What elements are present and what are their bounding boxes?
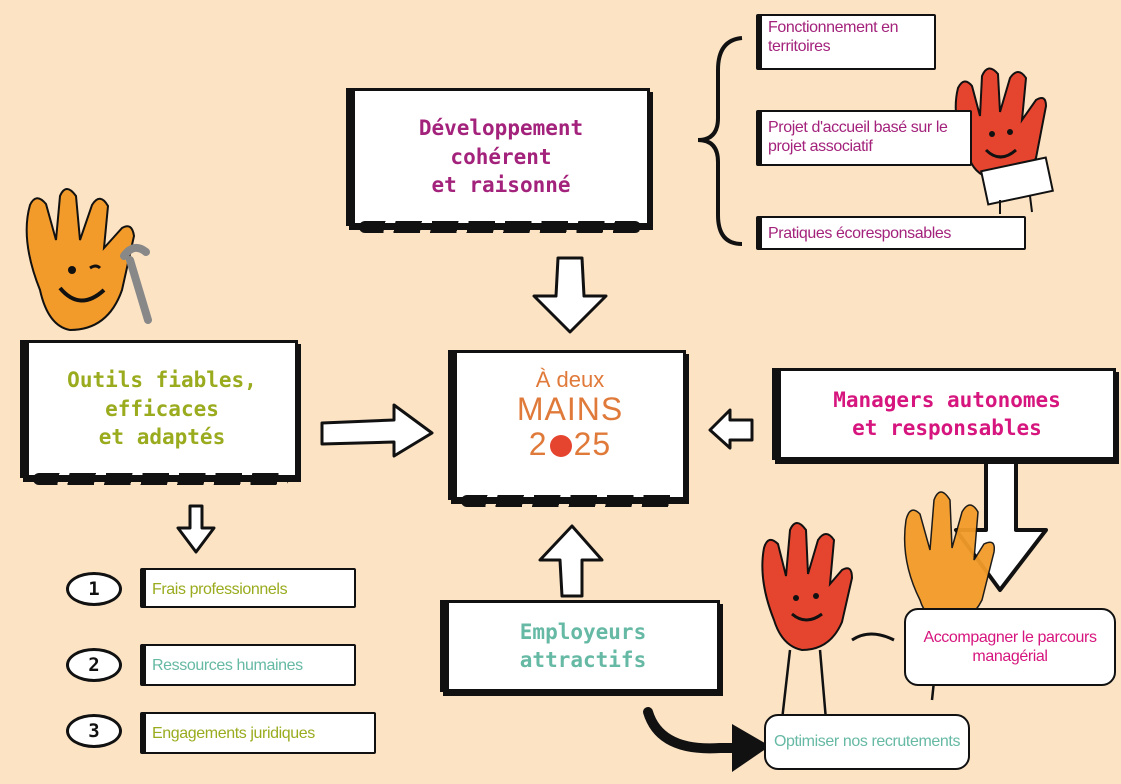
outils-line-3: et adaptés <box>98 425 226 450</box>
outils-number-2: 2 <box>66 648 122 682</box>
arrow-up-employeurs <box>538 524 604 598</box>
developpement-line-1: Développement <box>418 116 584 141</box>
outils-line-2: efficaces <box>105 396 219 421</box>
logo-line-2: MAINS <box>516 391 624 427</box>
developpement-line-3: et raisonné <box>431 173 571 198</box>
developpement-item-label: Fonctionnement en territoires <box>768 19 899 56</box>
employeurs-line-1: Employeurs <box>519 619 647 644</box>
outils-number-1: 1 <box>66 572 122 606</box>
arrow-left-managers <box>708 408 754 450</box>
outils-box: Outils fiables, efficaces et adaptés <box>20 340 298 485</box>
hand-sign-illustration <box>954 67 1054 214</box>
developpement-box: Développement cohérent et raisonné <box>346 88 650 233</box>
arrow-right-outils <box>320 403 434 458</box>
hands-handshake-illustration <box>761 491 996 721</box>
hand-wrench-illustration <box>25 188 152 332</box>
arrow-down-outils <box>176 504 216 554</box>
managers-box: Managers autonomes et responsables <box>772 368 1116 460</box>
outils-item-label: Engagements juridiques <box>152 725 315 742</box>
managers-item-accompagner: Accompagner le parcours managérial <box>904 608 1116 686</box>
outils-item-juridiques: Engagements juridiques <box>140 712 376 754</box>
managers-line-2: et responsables <box>852 416 1042 440</box>
developpement-item-projet-accueil: Projet d'accueil basé sur le projet asso… <box>756 110 972 166</box>
scribble-decoration <box>359 221 641 233</box>
outils-item-frais: Frais professionnels <box>140 568 356 608</box>
employeurs-line-2: attractifs <box>519 648 647 672</box>
developpement-item-label: Projet d'accueil basé sur le projet asso… <box>768 119 948 156</box>
outils-number-3: 3 <box>66 714 122 748</box>
hand-logo-icon <box>549 435 572 457</box>
central-logo-box <box>448 350 686 507</box>
logo-digit-2: 2 <box>528 426 548 462</box>
outils-item-label: Frais professionnels <box>152 581 288 598</box>
arrow-curved-employeurs <box>643 707 770 772</box>
brace <box>697 36 743 246</box>
developpement-item-ecoresponsables: Pratiques écoresponsables <box>756 216 1026 250</box>
scribble-decoration <box>33 473 289 485</box>
managers-line-1: Managers autonomes <box>833 387 1061 412</box>
outils-item-rh: Ressources humaines <box>140 644 356 686</box>
logo-digits-25: 25 <box>573 426 612 462</box>
managers-item-label: Accompagner le parcours managérial <box>923 628 1097 665</box>
outils-line-1: Outils fiables, <box>67 368 257 393</box>
outils-item-label: Ressources humaines <box>152 657 303 674</box>
employeurs-box: Employeurs attractifs <box>440 600 720 692</box>
arrow-down-developpement <box>532 256 608 334</box>
developpement-item-territoires: Fonctionnement en territoires <box>756 14 936 70</box>
logo-line-3: 2 25 <box>490 426 650 462</box>
logo-line-1: À deux <box>535 367 605 392</box>
logo-a-deux-mains: À deux MAINS 2 25 <box>490 367 650 463</box>
developpement-item-label: Pratiques écoresponsables <box>768 225 952 242</box>
scribble-decoration <box>461 495 677 507</box>
employeurs-item-label: Optimiser nos recrutements <box>773 733 961 751</box>
developpement-line-2: cohérent <box>450 144 552 169</box>
employeurs-item-optimiser: Optimiser nos recrutements <box>764 714 970 770</box>
